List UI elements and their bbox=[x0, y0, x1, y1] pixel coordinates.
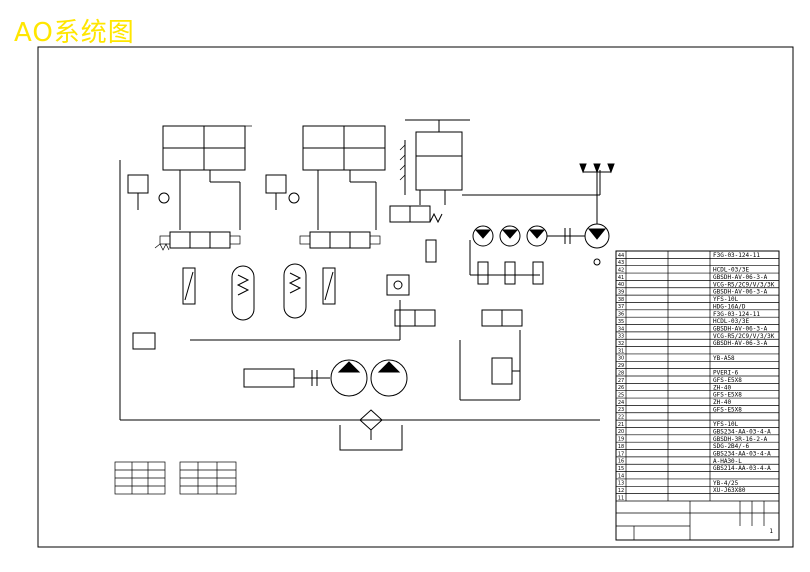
bom-item-spec: VCG-R5/2C9/V/3/3K bbox=[713, 333, 775, 340]
motor-group bbox=[472, 225, 585, 247]
bom-item-number: 42 bbox=[618, 267, 624, 273]
main-motor-right bbox=[579, 163, 615, 266]
bom-item-number: 26 bbox=[618, 385, 624, 391]
bom-item-number: 43 bbox=[618, 260, 624, 266]
accumulators bbox=[231, 263, 307, 321]
bom-item-spec: HCDL-03/3E bbox=[713, 267, 750, 274]
pressure-relief-left bbox=[119, 160, 170, 240]
solenoid-valve-a bbox=[389, 205, 443, 224]
bom-item-spec: GBS234-AA-03-4-A bbox=[713, 450, 771, 457]
bom-item-number: 24 bbox=[618, 400, 624, 406]
bom-item-number: 25 bbox=[618, 392, 624, 398]
pressure-relief-middle bbox=[265, 174, 300, 210]
bom-item-spec: HDG-16A/D bbox=[713, 303, 746, 310]
tank-filter bbox=[339, 409, 403, 451]
bom-item-spec: GFS-E5X8 bbox=[713, 377, 742, 384]
bom-item-spec: GFS-E5X8 bbox=[713, 392, 742, 399]
bom-item-spec: ZH-40 bbox=[713, 384, 731, 391]
bom-item-spec: GBSDH-AV-06-3-A bbox=[713, 325, 768, 332]
solenoid-valve-b bbox=[394, 309, 436, 327]
bom-item-spec: PVERI-6 bbox=[713, 370, 739, 377]
bom-item-number: 11 bbox=[618, 495, 624, 501]
bom-item-spec: ZH-40 bbox=[713, 399, 731, 406]
cylinder-left bbox=[162, 125, 252, 171]
bom-item-spec: GFS-E5X8 bbox=[713, 406, 742, 413]
bom-item-spec: YB-A58 bbox=[713, 355, 735, 362]
bom-item-number: 14 bbox=[618, 473, 624, 479]
cylinder-middle bbox=[302, 125, 386, 171]
bom-item-spec: VCG-R5/2C9/V/3/3K bbox=[713, 281, 775, 288]
solenoid-valve-c bbox=[481, 309, 523, 327]
bom-item-number: 19 bbox=[618, 437, 624, 443]
bom-item-number: 40 bbox=[618, 282, 624, 288]
bom-item-number: 23 bbox=[618, 407, 624, 413]
bom-item-number: 38 bbox=[618, 297, 624, 303]
truth-table-right bbox=[179, 461, 237, 495]
bom-item-number: 21 bbox=[618, 422, 624, 428]
bom-item-number: 41 bbox=[618, 275, 624, 281]
drawing-frame bbox=[37, 46, 794, 548]
bom-item-spec: F3G-03-124-11 bbox=[713, 252, 760, 259]
bom-item-number: 22 bbox=[618, 415, 624, 421]
bom-item-number: 27 bbox=[618, 378, 624, 384]
bom-item-spec: GBSDH-AV-06-3-A bbox=[713, 274, 768, 281]
bom-item-spec: A-HA30-L bbox=[713, 458, 742, 465]
bom-item-number: 17 bbox=[618, 451, 624, 457]
bom-item-number: 18 bbox=[618, 444, 624, 450]
filter-small bbox=[132, 332, 156, 350]
check-valve bbox=[386, 274, 410, 296]
bom-item-number: 31 bbox=[618, 348, 624, 354]
directional-valve-middle bbox=[299, 231, 381, 249]
bom-item-spec: YB-4/25 bbox=[713, 480, 739, 487]
bom-item-number: 35 bbox=[618, 319, 624, 325]
bom-item-number: 16 bbox=[618, 459, 624, 465]
bom-item-number: 37 bbox=[618, 304, 624, 310]
relief-valve-right bbox=[491, 357, 520, 385]
bom-item-spec: GBS234-AA-03-4-A bbox=[713, 428, 771, 435]
bom-item-spec: F3G-03-124-11 bbox=[713, 311, 760, 318]
bom-item-number: 12 bbox=[618, 488, 624, 494]
throttle-valves bbox=[182, 239, 544, 305]
bom-item-number: 28 bbox=[618, 370, 624, 376]
bom-item-number: 32 bbox=[618, 341, 624, 347]
bom-item-number: 20 bbox=[618, 429, 624, 435]
bom-item-number: 36 bbox=[618, 312, 624, 318]
bom-item-spec: SDG-2B4/-6 bbox=[713, 443, 750, 450]
bom-item-spec: GBSDH-3R-16-2-A bbox=[713, 436, 768, 443]
drawing-title: AO系统图 bbox=[14, 18, 135, 48]
bom-item-number: 44 bbox=[618, 253, 624, 259]
bom-item-spec: GBS214-AA-03-4-A bbox=[713, 465, 771, 472]
bom-item-spec: YFS-10L bbox=[713, 421, 739, 428]
bom-item-number: 15 bbox=[618, 466, 624, 472]
bom-item-number: 33 bbox=[618, 334, 624, 340]
bom-item-spec: HCDL-03/3E bbox=[713, 318, 750, 325]
bom-item-number: 29 bbox=[618, 363, 624, 369]
vertical-cylinder-right bbox=[399, 119, 470, 195]
truth-table-left bbox=[114, 461, 166, 495]
sheet-number: 1 bbox=[769, 528, 773, 535]
pipework bbox=[119, 170, 601, 421]
bom-item-spec: GBSDH-AV-06-3-A bbox=[713, 289, 768, 296]
main-pump-unit bbox=[243, 359, 408, 397]
bom-item-spec: GBSDH-AV-06-3-A bbox=[713, 340, 768, 347]
bom-item-spec: YFS-10L bbox=[713, 296, 739, 303]
bom-item-number: 30 bbox=[618, 356, 624, 362]
bom-item-number: 39 bbox=[618, 290, 624, 296]
bom-item-number: 13 bbox=[618, 481, 624, 487]
directional-valve-left bbox=[154, 231, 241, 251]
bom-item-spec: XU-J63X80 bbox=[713, 487, 746, 494]
bom-item-number: 34 bbox=[618, 326, 624, 332]
